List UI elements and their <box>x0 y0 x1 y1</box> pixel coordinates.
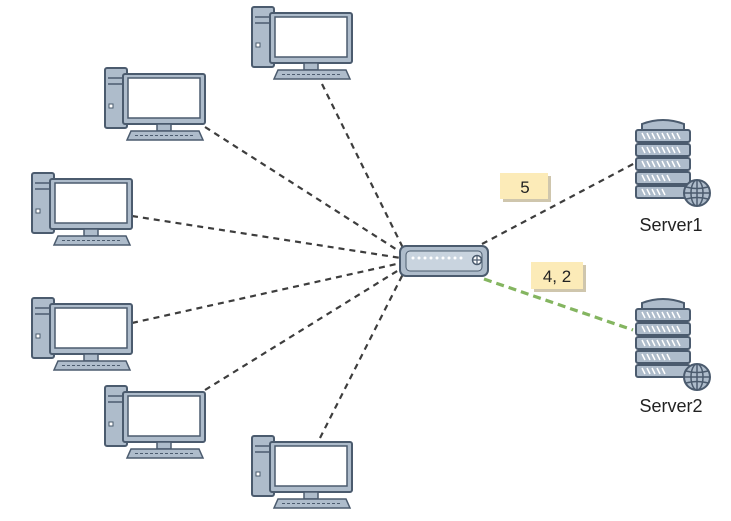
client-computer-4 <box>31 297 133 371</box>
link-server2-label: 4, 2 <box>543 267 571 286</box>
link-server2 <box>483 277 634 332</box>
client-links <box>131 83 405 439</box>
link-client-2 <box>204 126 403 254</box>
client-computer-2 <box>104 67 206 141</box>
server2-icon <box>635 298 711 391</box>
client-computer-6 <box>251 435 353 509</box>
server1-label: Server1 <box>639 215 702 235</box>
link-client-5 <box>204 267 403 391</box>
link-client-6 <box>319 271 405 439</box>
server2-label: Server2 <box>639 396 702 416</box>
link-server2-badge: 4, 2 <box>531 262 586 292</box>
server1-icon <box>635 119 711 207</box>
link-client-1 <box>321 83 405 251</box>
link-client-3 <box>131 214 402 260</box>
link-server1-badge: 5 <box>500 173 551 202</box>
client-computer-5 <box>104 385 206 459</box>
network-switch-icon <box>399 245 489 277</box>
link-server1-label: 5 <box>520 178 529 197</box>
link-client-4 <box>131 261 402 325</box>
client-computer-3 <box>31 172 133 246</box>
link-server1 <box>481 162 636 245</box>
client-computer-1 <box>251 6 353 80</box>
